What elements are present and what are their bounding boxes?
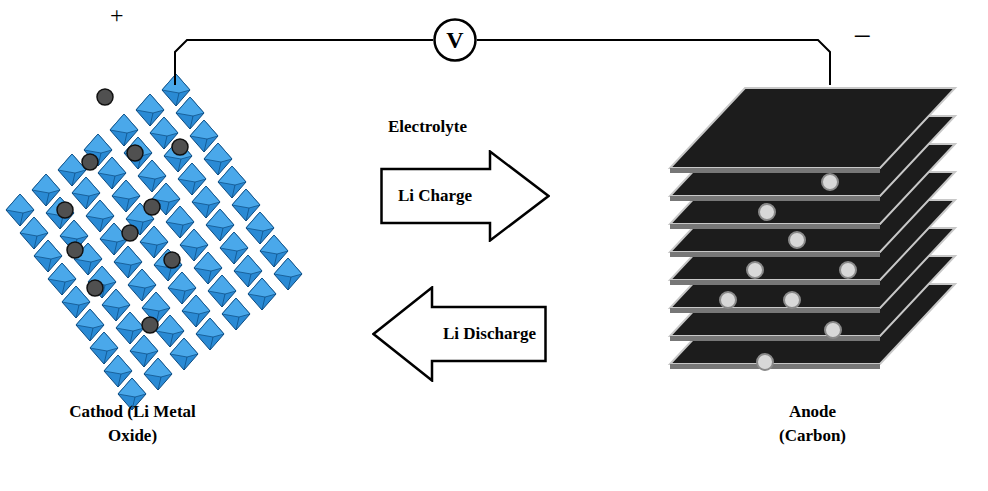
arrow-label: Li Discharge xyxy=(443,322,536,347)
octahedron xyxy=(222,298,250,330)
sheet-edge xyxy=(670,336,880,341)
graphite-sheet xyxy=(670,88,955,168)
polarity-sign: − xyxy=(853,18,871,55)
electrode-caption: Anode (Carbon) xyxy=(760,400,865,449)
octahedron xyxy=(144,358,172,390)
sheet-edge xyxy=(670,308,880,313)
discharge-arrow: Li Discharge xyxy=(372,286,547,382)
lithium-ion xyxy=(747,262,763,278)
voltmeter: V xyxy=(433,18,477,62)
lithium-ion xyxy=(57,202,73,218)
lithium-ion xyxy=(142,317,158,333)
octahedron xyxy=(274,258,302,290)
lithium-ion xyxy=(67,242,83,258)
meter-symbol: V xyxy=(446,23,463,58)
arrow-label: Li Charge xyxy=(398,184,472,209)
lithium-ion xyxy=(164,252,180,268)
lithium-ion xyxy=(789,232,805,248)
octahedron xyxy=(170,338,198,370)
lithium-ion xyxy=(87,280,103,296)
charge-arrow: Li Charge xyxy=(380,150,550,242)
octahedron xyxy=(196,318,224,350)
lithium-ion xyxy=(840,262,856,278)
cathode-lattice xyxy=(6,74,302,410)
lithium-ions-cathode xyxy=(57,89,188,333)
lithium-ion xyxy=(825,322,841,338)
lithium-ion xyxy=(82,154,98,170)
anode: Anode (Carbon) xyxy=(665,85,960,465)
electrode-caption: Cathod (Li Metal Oxide) xyxy=(65,400,200,449)
lithium-ion xyxy=(172,139,188,155)
lithium-ion xyxy=(822,174,838,190)
cathode: Cathod (Li Metal Oxide) xyxy=(5,85,260,465)
wire xyxy=(477,40,830,85)
lithium-ion xyxy=(97,89,113,105)
sheet-edge xyxy=(670,280,880,285)
lithium-ion xyxy=(122,225,138,241)
electrolyte-label: Electrolyte xyxy=(388,117,467,137)
sheet-edge xyxy=(670,364,880,369)
polarity-sign: + xyxy=(110,2,124,29)
lithium-ion xyxy=(759,204,775,220)
lithium-ion xyxy=(757,354,773,370)
octahedron xyxy=(248,278,276,310)
sheet-edge xyxy=(670,224,880,229)
lithium-ion xyxy=(784,292,800,308)
sheet-edge xyxy=(670,196,880,201)
lithium-ion xyxy=(720,292,736,308)
lithium-ions-anode xyxy=(720,174,856,370)
sheet-edge xyxy=(670,168,880,173)
wire xyxy=(175,40,433,85)
graphite-sheets xyxy=(670,88,955,369)
lithium-ion xyxy=(127,145,143,161)
lithium-ion xyxy=(144,199,160,215)
sheet-edge xyxy=(670,252,880,257)
